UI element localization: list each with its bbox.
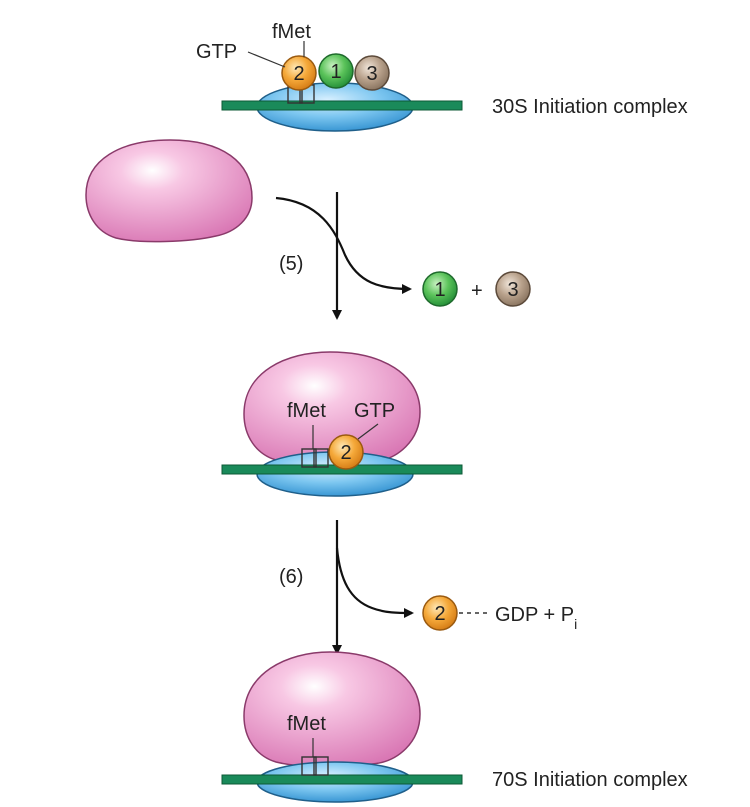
if2-number: 2 xyxy=(293,63,304,85)
gdp-pi-label: GDP + Pi xyxy=(495,604,577,632)
mrna-strand-70s xyxy=(221,774,463,785)
released-if2-number: 2 xyxy=(434,603,445,625)
gtp-leader-line xyxy=(247,51,286,68)
complex-30s: 3 1 2 GTP fMet 30S Initiation complex xyxy=(196,21,688,132)
complex-70s-label: 70S Initiation complex xyxy=(492,769,688,791)
if2-factor-intermediate: 2 xyxy=(328,434,364,470)
released-if1: 1 xyxy=(422,271,458,307)
if2-number-int: 2 xyxy=(340,442,351,464)
gtp-label-int: GTP xyxy=(354,400,395,422)
step5-branch-arrow xyxy=(275,196,412,294)
fmet-label-30s: fMet xyxy=(272,21,311,43)
complex-intermediate: 2 fMet GTP xyxy=(221,351,463,497)
step-5: (5) 1 + 3 xyxy=(275,192,531,320)
step6-label: (6) xyxy=(279,566,303,588)
step6-branch-arrow xyxy=(335,547,414,618)
mrna-strand-30s xyxy=(221,100,463,111)
released-if3-number: 3 xyxy=(507,279,518,301)
if3-number: 3 xyxy=(366,63,377,85)
large-subunit-70s xyxy=(243,651,421,768)
if1-factor-30s: 1 xyxy=(318,53,354,89)
if3-factor-30s: 3 xyxy=(354,55,390,91)
gtp-label-30s: GTP xyxy=(196,41,237,63)
complex-70s: fMet 70S Initiation complex xyxy=(221,651,688,803)
trna-box-int-2 xyxy=(313,448,329,468)
released-if3: 3 xyxy=(495,271,531,307)
if1-number: 1 xyxy=(330,61,341,83)
trna-box-int xyxy=(301,448,317,468)
released-if2: 2 xyxy=(422,595,458,631)
trna-box-70s xyxy=(301,756,317,776)
if2-factor-30s: 2 xyxy=(281,55,317,91)
step-6: (6) 2 GDP + Pi xyxy=(279,520,577,655)
complex-30s-label: 30S Initiation complex xyxy=(492,96,688,118)
fmet-label-int: fMet xyxy=(287,400,326,422)
plus-sign: + xyxy=(471,280,483,302)
gtp-leader-int xyxy=(357,423,379,440)
step5-label: (5) xyxy=(279,253,303,275)
fmet-label-70s: fMet xyxy=(287,713,326,735)
large-subunit-free xyxy=(85,139,253,243)
trna-box-70s-2 xyxy=(313,756,329,776)
released-if1-number: 1 xyxy=(434,279,445,301)
